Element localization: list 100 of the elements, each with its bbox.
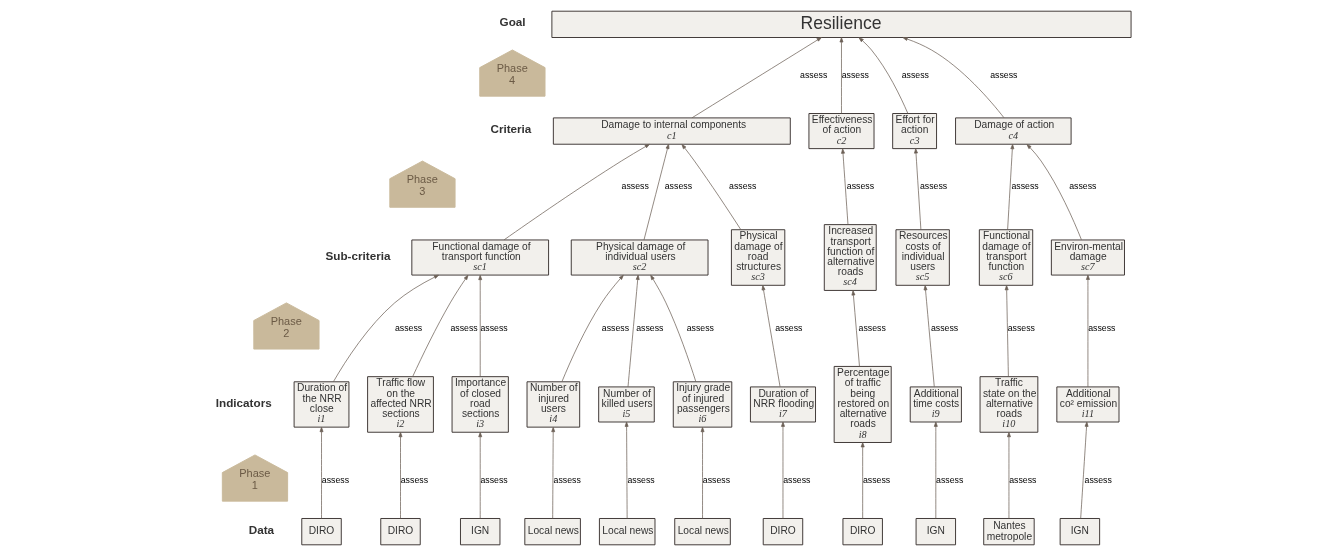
node-box: Damage to internal components c1 [552, 117, 791, 145]
edge-label: assess [636, 322, 664, 333]
node-box: Functional damage of transport function sc1 [411, 239, 550, 276]
edge-label: assess [846, 180, 875, 191]
node-box: Additional co² emission i11 [1056, 386, 1120, 423]
edge-label: assess [936, 474, 964, 485]
edge-label: assess [800, 69, 828, 80]
edge-label: assess [394, 322, 423, 333]
node-box: Environ-mental damage sc7 [1050, 239, 1125, 276]
edge-label: assess [775, 322, 803, 333]
node-box: Injury grade of injured passengers i6 [672, 381, 733, 428]
node-box: DIRO [842, 518, 883, 546]
arrow [700, 426, 705, 519]
node-box: Resources costs of individual users sc5 [895, 229, 950, 286]
arrow [1004, 285, 1009, 377]
edge-label: assess [1011, 180, 1039, 191]
arrow [691, 37, 822, 119]
arrow [841, 148, 849, 225]
arrow [761, 285, 781, 388]
edge-label: assess [858, 322, 886, 333]
edge-label: assess [919, 180, 948, 191]
arrow [914, 148, 922, 231]
edge-label: assess [1088, 322, 1116, 333]
node-box: Importance of closed road sections i3 [451, 376, 509, 433]
edge-label: assess [664, 180, 693, 191]
edge-label: assess [1009, 474, 1037, 485]
node-box: Effectiveness of action c2 [808, 113, 875, 150]
node-box: DIRO [762, 518, 804, 546]
arrow [478, 274, 483, 377]
node-box: Functional damage of transport function sc6 [978, 229, 1034, 286]
arrow [851, 290, 860, 367]
edge-label: assess [901, 69, 929, 80]
arrow [860, 442, 865, 519]
arrow [333, 274, 439, 383]
edge-label: assess [480, 474, 508, 485]
edge-label: assess [702, 474, 731, 485]
edge-label: assess [553, 474, 581, 485]
arrow [1026, 144, 1082, 241]
edge-label: assess [621, 180, 649, 191]
arrow [839, 37, 844, 114]
arrow [933, 421, 938, 519]
node-box: Local news [674, 518, 731, 546]
edge-label: assess [1007, 322, 1036, 333]
node-box: Duration of NRR flooding i7 [749, 386, 816, 423]
arrow [412, 274, 469, 377]
label: Indicators [215, 395, 272, 409]
node-box: Effort for action c3 [892, 113, 938, 150]
node-box: DIRO [301, 518, 342, 546]
arrow [650, 274, 697, 382]
edge-label: assess [627, 474, 655, 485]
edge-label: assess [841, 69, 870, 80]
edge-label: assess [930, 322, 959, 333]
node-box: Traffic state on the alternative roads i10 [979, 376, 1039, 433]
node-box: Local news [524, 518, 581, 546]
edge-label: assess [400, 474, 429, 485]
arrow [923, 285, 935, 388]
node-box: IGN [460, 518, 501, 546]
arrow [624, 421, 629, 519]
node-box: Local news [598, 518, 656, 546]
arrow [478, 432, 483, 519]
node-box: Increased transport function of alternative roads sc4 [823, 224, 877, 291]
node-box: Percentage of traffic being restored on alternative roads i8 [833, 365, 892, 443]
arrow [681, 144, 742, 230]
node-box: Physical damage of individual users sc2 [570, 239, 709, 276]
arrow [1086, 274, 1090, 388]
label: Criteria [490, 122, 532, 136]
node-box: Number of injured users i4 [526, 381, 581, 428]
arrow [902, 37, 1005, 119]
arrow [1080, 421, 1089, 519]
node-box: IGN [915, 518, 957, 546]
arrow [643, 143, 670, 241]
node-box: Resilience [551, 10, 1132, 38]
arrow [858, 37, 909, 114]
edge-label: assess [990, 69, 1018, 80]
label: Sub-criteria [325, 248, 391, 262]
edge-label: assess [450, 322, 478, 333]
node-box: Damage of action c4 [955, 117, 1072, 145]
node-box: DIRO [380, 518, 421, 546]
node-box: Number of killed users i5 [598, 386, 655, 423]
edge-label: assess [862, 474, 891, 485]
edge-label: assess [686, 322, 714, 333]
node-box: Physical damage of road structures sc3 [730, 229, 786, 286]
edge-label: assess [480, 322, 508, 333]
arrow [781, 421, 785, 519]
arrow [398, 432, 403, 519]
node-box: Duration of the NRR close i1 [293, 381, 350, 428]
label: Data [248, 522, 275, 536]
edge-label: assess [729, 180, 757, 191]
node-box: IGN [1059, 518, 1101, 546]
label: Goal [499, 15, 526, 29]
node-box: Additional time costs i9 [909, 386, 962, 423]
edge-label: assess [1084, 474, 1112, 485]
arrow [1007, 432, 1011, 519]
arrow [1007, 144, 1015, 231]
edge-label: assess [783, 474, 811, 485]
edge-label: assess [1069, 180, 1097, 191]
arrow [503, 143, 650, 241]
arrow [561, 274, 624, 382]
arrow [627, 274, 640, 388]
edge-label: assess [601, 322, 630, 333]
